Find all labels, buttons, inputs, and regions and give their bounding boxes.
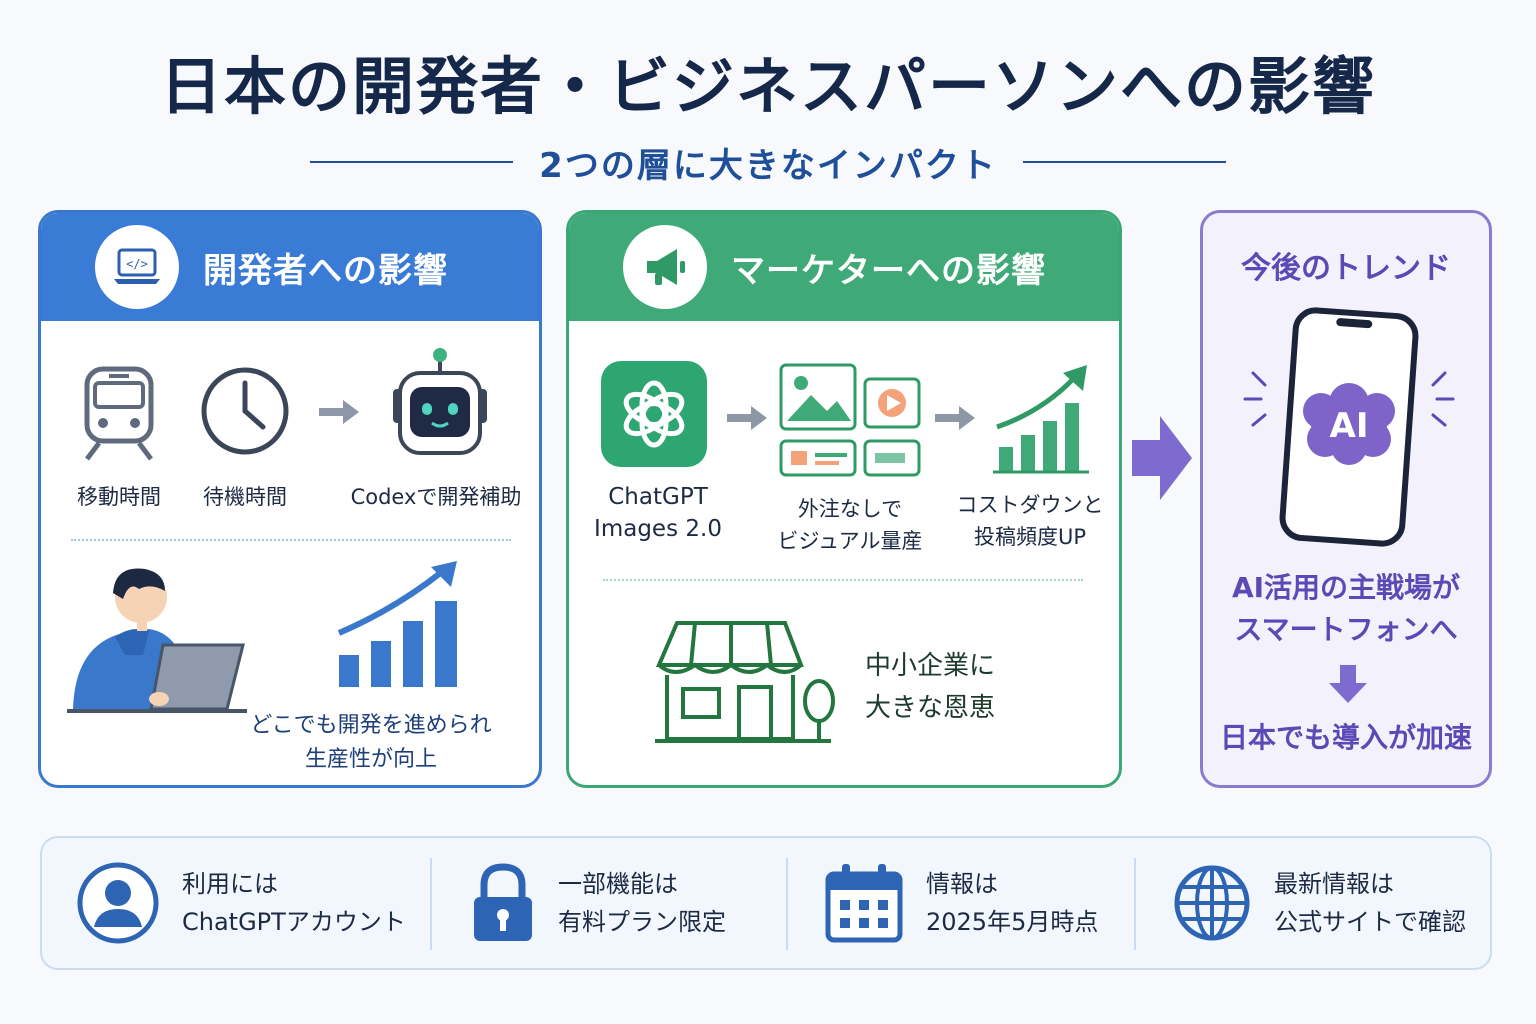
- images-video-icon: [779, 363, 921, 477]
- trend-line3: 日本でも導入が加速: [1219, 721, 1472, 754]
- marketer-card-title: マーケターへの影響: [731, 250, 1046, 291]
- lock-icon: [474, 863, 532, 941]
- step-cost-line2: 投稿頻度UP: [973, 525, 1087, 549]
- cost-growth-chart-icon: [993, 365, 1089, 474]
- separator: [1134, 858, 1136, 950]
- step-visuals-line2: ビジュアル量産: [777, 529, 923, 553]
- user-icon: [77, 862, 159, 944]
- note-site-line1: 最新情報は: [1274, 870, 1394, 898]
- marketer-card: マーケターへの影響: [566, 210, 1122, 788]
- notes-bar: 利用には ChatGPTアカウント 一部機能は 有料プラン限定 情報は 2025…: [40, 836, 1492, 970]
- note-account-line1: 利用には: [182, 870, 278, 898]
- note-paid-plan: 一部機能は 有料プラン限定: [470, 838, 726, 968]
- megaphone-icon: [623, 225, 707, 309]
- developer-card-header: </> 開発者への影響: [41, 213, 539, 321]
- step-cost-line1: コストダウンと: [956, 493, 1104, 517]
- svg-text:</>: </>: [126, 257, 148, 271]
- note-official-site: 最新情報は 公式サイトで確認: [1172, 838, 1466, 968]
- trend-line1: AI活用の主戦場が: [1231, 571, 1461, 604]
- arrow-right-icon: [319, 400, 359, 424]
- trend-line2: スマートフォンへ: [1234, 613, 1458, 646]
- step-visuals-line1: 外注なしで: [797, 497, 903, 521]
- subtitle: 2つの層に大きなインパクト: [539, 145, 997, 186]
- step-travel-time: 移動時間: [77, 485, 161, 509]
- train-icon: [84, 366, 154, 461]
- note-account-line2: ChatGPTアカウント: [182, 908, 406, 936]
- note-paid-line1: 一部機能は: [558, 870, 678, 898]
- note-paid-line2: 有料プラン限定: [558, 908, 726, 936]
- clock-icon: [201, 367, 289, 455]
- robot-icon: [393, 348, 487, 455]
- subtitle-line-right: [1022, 161, 1227, 163]
- step-chatgpt-line1: ChatGPT: [608, 484, 708, 510]
- marketer-card-header: マーケターへの影響: [569, 213, 1119, 321]
- separator: [786, 858, 788, 950]
- note-date-line2: 2025年5月時点: [926, 908, 1099, 936]
- developer-result-line2: 生産性が向上: [304, 747, 437, 772]
- growth-chart-icon: [337, 561, 457, 687]
- arrow-right-icon: [727, 406, 767, 430]
- step-wait-time: 待機時間: [203, 485, 287, 509]
- person-laptop-icon: [67, 568, 247, 713]
- arrow-down-icon: [1329, 665, 1367, 703]
- developer-card: </> 開発者への影響 移動時間 待機時間 Codexで開発補助: [38, 210, 542, 788]
- developer-result-line1: どこでも開発を進められ: [250, 713, 492, 738]
- developer-card-title: 開発者への影響: [203, 250, 448, 291]
- marketer-result-line2: 大きな恩恵: [865, 693, 996, 723]
- laptop-code-icon: </>: [95, 225, 179, 309]
- divider: [71, 539, 511, 541]
- trend-card: 今後のトレンド AI AI活用の主戦場が スマートフォンへ 日本でも導入が加速: [1200, 210, 1492, 788]
- subtitle-row: 2つの層に大きなインパクト: [310, 140, 1227, 186]
- shop-icon: [655, 621, 835, 743]
- divider: [603, 579, 1083, 581]
- step-chatgpt-line2: Images 2.0: [594, 516, 722, 542]
- separator: [430, 858, 432, 950]
- chatgpt-logo-icon: [601, 361, 707, 467]
- arrow-right-icon: [935, 406, 975, 430]
- note-date-line1: 情報は: [926, 870, 998, 898]
- calendar-icon: [825, 864, 903, 943]
- smartphone-ai-icon: AI: [1243, 307, 1455, 547]
- marketer-result-line1: 中小企業に: [865, 651, 996, 681]
- page-title: 日本の開発者・ビジネスパーソンへの影響: [159, 50, 1376, 123]
- trend-title: 今後のトレンド: [1241, 251, 1451, 286]
- step-codex-assist: Codexで開発補助: [350, 485, 522, 509]
- globe-icon: [1174, 865, 1250, 941]
- arrow-right-icon: [1132, 416, 1192, 500]
- note-site-line2: 公式サイトで確認: [1274, 908, 1466, 936]
- note-date: 情報は 2025年5月時点: [824, 838, 1098, 968]
- phone-ai-label: AI: [1330, 406, 1369, 446]
- note-account: 利用には ChatGPTアカウント: [76, 838, 406, 968]
- subtitle-line-left: [310, 161, 514, 163]
